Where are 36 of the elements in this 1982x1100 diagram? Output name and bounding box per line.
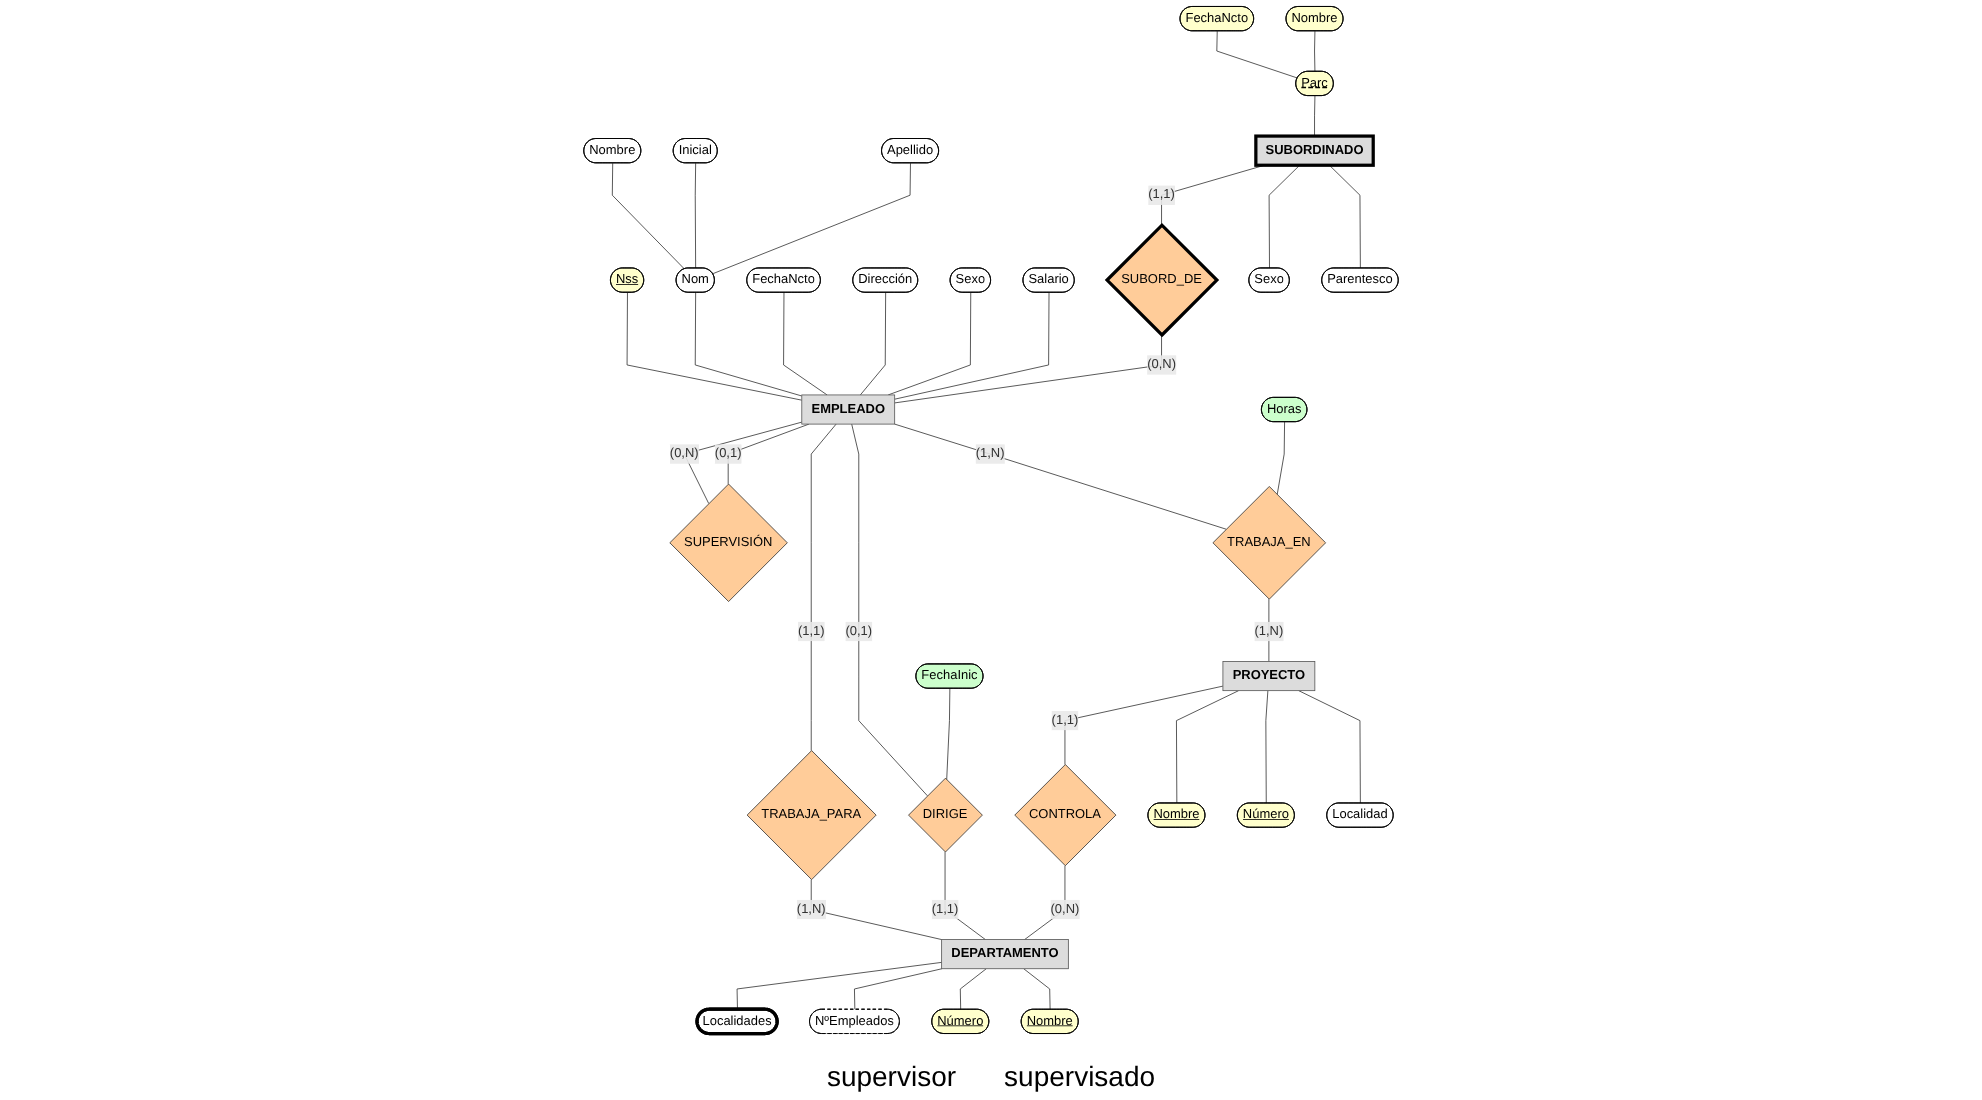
role-label: supervisado [1004, 1060, 1156, 1092]
connector [1265, 690, 1269, 804]
connector [944, 851, 986, 940]
connector [1268, 164, 1301, 269]
connector [1176, 690, 1240, 804]
connector [1329, 164, 1361, 269]
connector [611, 162, 685, 270]
connector [1268, 598, 1270, 662]
connector [1314, 95, 1316, 137]
connector [783, 292, 828, 396]
connector [1064, 685, 1224, 765]
connector [959, 968, 987, 1011]
connector [1216, 30, 1298, 79]
connector [851, 423, 928, 797]
connector [683, 421, 803, 504]
role-label: supervisor [826, 1060, 957, 1092]
connector [1023, 968, 1051, 1011]
connector [1276, 421, 1285, 496]
connector [694, 162, 697, 269]
connector [694, 292, 803, 397]
connector [894, 423, 1227, 530]
connector [1314, 30, 1316, 73]
connector [1024, 865, 1066, 940]
connector [854, 968, 943, 1011]
connector [727, 423, 810, 485]
connector [810, 879, 943, 940]
connector [894, 334, 1162, 404]
connector [859, 292, 887, 396]
connector [736, 961, 943, 1011]
connector [1298, 690, 1361, 804]
connector [626, 292, 803, 401]
connector [894, 292, 1050, 400]
connector [946, 688, 951, 781]
connector [712, 162, 911, 275]
connector [887, 292, 972, 396]
connector [810, 423, 837, 751]
